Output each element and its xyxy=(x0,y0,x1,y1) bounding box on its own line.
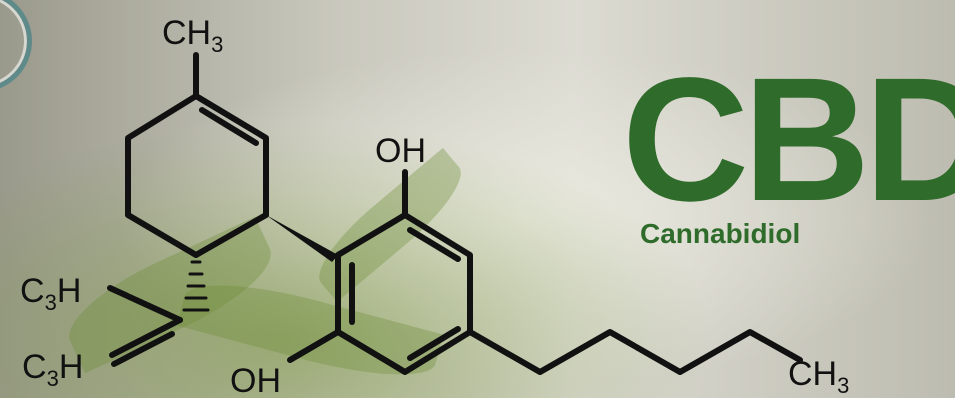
side-chain-lower-label: C3H xyxy=(22,348,83,391)
bond-isopropenyl-lower xyxy=(109,317,183,358)
hydroxyl-top-label: OH xyxy=(375,132,426,170)
molecule-bonds xyxy=(107,52,803,375)
wedge-bond xyxy=(266,215,338,262)
hashed-wedge-bond xyxy=(182,260,210,312)
side-chain-upper-label: C3H xyxy=(20,272,81,315)
chain-end-methyl-label: CH3 xyxy=(788,355,849,398)
bond-oh-bottom xyxy=(287,329,341,363)
pentyl-chain xyxy=(467,329,803,375)
cyclohexene-ring xyxy=(125,93,269,258)
double-bond-inner xyxy=(199,107,259,146)
aromatic-double-bottom xyxy=(407,326,461,361)
double-bond-isopropenyl xyxy=(111,331,175,367)
hydroxyl-bottom-label: OH xyxy=(230,362,281,398)
bond-isopropenyl-upper xyxy=(107,285,183,323)
aromatic-ring xyxy=(335,212,473,375)
page-title: CBD xyxy=(622,42,955,238)
aromatic-double-top xyxy=(407,227,461,262)
top-methyl-label: CH3 xyxy=(162,14,223,57)
page-subtitle: Cannabidiol xyxy=(640,218,801,249)
